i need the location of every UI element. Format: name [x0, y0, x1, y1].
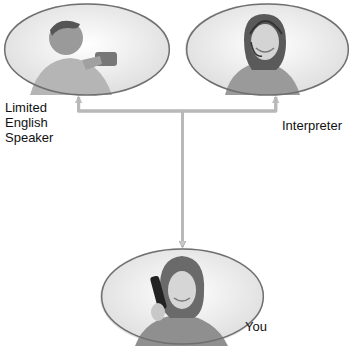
ellipse-outline	[3, 2, 171, 97]
ellipse-outline	[185, 2, 350, 97]
role-label: Interpreter	[282, 118, 352, 133]
flow-arrow	[79, 97, 276, 111]
speaker-ellipse: Interpreter	[185, 2, 350, 97]
speaker-ellipse: Limited English Speaker	[3, 2, 171, 97]
flow-arrow	[79, 97, 183, 247]
speaker-ellipse: You	[100, 247, 265, 346]
ellipse-outline	[100, 247, 265, 346]
role-label: Limited English Speaker	[5, 100, 67, 145]
role-label: You	[245, 319, 285, 334]
flow-arrow	[183, 97, 276, 247]
